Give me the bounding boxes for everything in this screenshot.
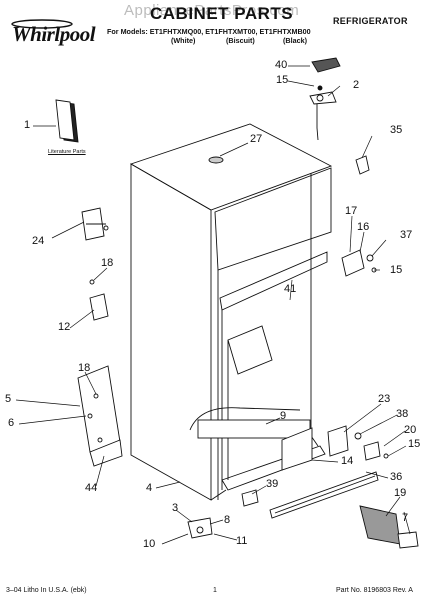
logo-text: Whirlpool: [12, 22, 96, 46]
callout-14: 14: [341, 455, 354, 467]
literature-parts-label: Literature Parts: [48, 149, 86, 155]
page-title: CABINET PARTS: [150, 4, 294, 23]
callout-36: 36: [390, 471, 403, 483]
callout-15: 15: [276, 74, 289, 86]
footer-litho: 3–04 Litho In U.S.A. (ebk): [6, 587, 87, 594]
cabinet-body: [129, 123, 333, 501]
middle-hinge: [81, 207, 109, 241]
clip-39: [241, 489, 259, 507]
literature-booklet: [55, 99, 79, 143]
callout-7: 7: [402, 512, 409, 524]
callout-2: 2: [353, 79, 360, 91]
callout-9: 9: [280, 410, 287, 422]
callout-44: 44: [85, 482, 98, 494]
bracket-35: [355, 155, 370, 175]
callout-1: 1: [24, 119, 31, 131]
callout-23: 23: [378, 393, 391, 405]
callout-37: 37: [400, 229, 413, 241]
callout-12: 12: [58, 321, 71, 333]
footer-page-number: 1: [213, 587, 217, 594]
callout-17: 17: [345, 205, 358, 217]
callout-8: 8: [224, 514, 231, 526]
screw-18: [89, 279, 95, 285]
drain-tube: [189, 407, 313, 471]
callout-3: 3: [172, 502, 179, 514]
plug: [208, 156, 224, 164]
side-panel: [77, 365, 121, 453]
footer-part-number: Part No. 8196803 Rev. A: [336, 587, 413, 594]
callout-18b: 18: [78, 362, 91, 374]
right-brackets: [327, 425, 389, 461]
base-grille: [269, 471, 379, 519]
callout-19: 19: [394, 487, 407, 499]
callout-4: 4: [146, 482, 153, 494]
color-biscuit: (Biscuit): [226, 36, 255, 45]
callout-16: 16: [357, 221, 370, 233]
callout-18: 18: [101, 257, 114, 269]
callout-20: 20: [404, 424, 417, 436]
callout-5: 5: [5, 393, 12, 405]
watermark: AppliancePartsPros.com: [124, 2, 300, 19]
callout-6: 6: [8, 417, 15, 429]
color-black: (Black): [283, 36, 307, 45]
callout-15c: 15: [408, 438, 421, 450]
callout-35: 35: [390, 124, 403, 136]
roller-19: [359, 505, 419, 549]
callout-15b: 15: [390, 264, 403, 276]
appliance-type: REFRIGERATOR: [333, 16, 408, 26]
bracket-44: [89, 439, 123, 467]
callout-40: 40: [275, 59, 288, 71]
callout-27: 27: [250, 133, 263, 145]
callout-41: 41: [284, 283, 297, 295]
callout-10: 10: [143, 538, 156, 550]
top-hinge: [309, 57, 341, 141]
callout-24: 24: [32, 235, 45, 247]
leader-lines: [15, 65, 411, 545]
mid-bracket: [341, 249, 377, 277]
whirlpool-logo: Whirlpool: [8, 16, 96, 46]
color-white: (White): [171, 36, 196, 45]
callout-38: 38: [396, 408, 409, 420]
hinge-12: [89, 293, 109, 321]
callout-11: 11: [236, 535, 248, 547]
callout-39: 39: [266, 478, 279, 490]
leveling-leg: [187, 517, 213, 539]
models-line: For Models: ET1FHTXMQ00, ET1FHTXMT00, ET…: [107, 27, 311, 36]
